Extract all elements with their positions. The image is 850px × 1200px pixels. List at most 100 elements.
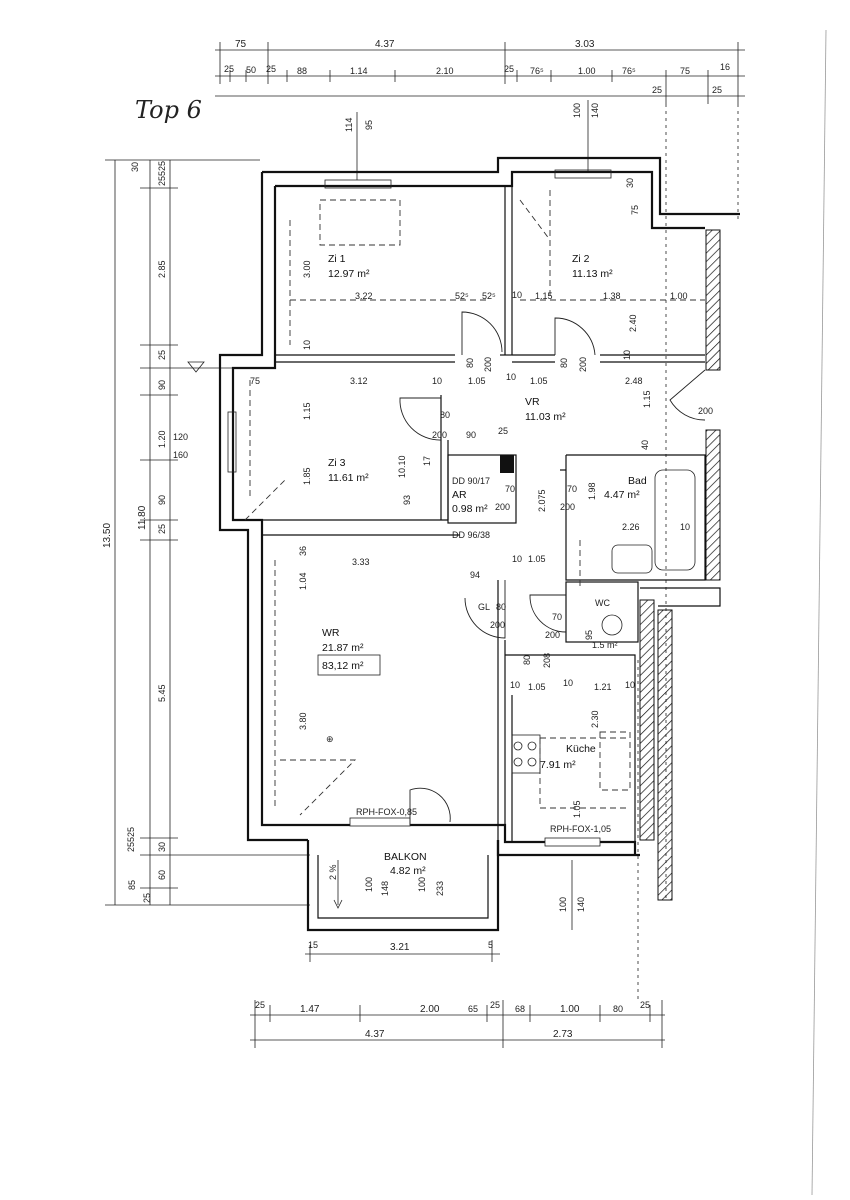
svg-text:10: 10 (512, 290, 522, 300)
svg-text:200: 200 (560, 502, 575, 512)
svg-text:11.03 m²: 11.03 m² (525, 411, 566, 423)
svg-text:15: 15 (308, 940, 318, 950)
room-zi3: Zi 3 11.61 m² (328, 457, 369, 484)
left-dimension-labels: 13.50 11.80 30 2.85 25 90 1.20 90 25 5.4… (102, 161, 188, 903)
svg-text:10: 10 (510, 680, 520, 690)
svg-text:4.47 m²: 4.47 m² (604, 489, 640, 501)
svg-text:80: 80 (613, 1004, 623, 1014)
svg-text:RPH-FOX-1,05: RPH-FOX-1,05 (550, 824, 611, 834)
svg-text:1.5 m²: 1.5 m² (592, 640, 618, 650)
svg-text:17: 17 (422, 456, 432, 466)
interior-walls (233, 186, 706, 842)
bottom-dimension-lines (250, 660, 665, 1048)
svg-text:50: 50 (246, 65, 256, 75)
svg-text:25: 25 (504, 64, 514, 74)
svg-text:13.50: 13.50 (102, 523, 113, 548)
svg-text:52⁵: 52⁵ (455, 291, 469, 301)
page-edge-line (811, 29, 827, 1196)
svg-text:83,12 m²: 83,12 m² (322, 660, 364, 672)
svg-text:1.05: 1.05 (572, 800, 582, 818)
svg-text:233: 233 (435, 881, 445, 896)
svg-text:2.73: 2.73 (553, 1029, 573, 1040)
svg-text:208: 208 (542, 653, 552, 668)
door-swings (399, 311, 706, 825)
svg-text:1.15: 1.15 (302, 402, 312, 420)
svg-text:25525: 25525 (126, 827, 136, 852)
exterior-walls (218, 156, 740, 901)
svg-text:93: 93 (402, 495, 412, 505)
svg-text:80: 80 (465, 358, 475, 368)
svg-text:80: 80 (522, 655, 532, 665)
top-dimension-labels: 75 4.37 3.03 25 50 25 88 1.14 2.10 25 76… (224, 39, 730, 95)
svg-text:2.30: 2.30 (590, 710, 600, 728)
svg-text:1.47: 1.47 (300, 1004, 320, 1015)
svg-text:25: 25 (640, 1000, 650, 1010)
svg-text:100: 100 (364, 877, 374, 892)
svg-text:25: 25 (712, 85, 722, 95)
svg-text:25: 25 (224, 64, 234, 74)
svg-text:3.22: 3.22 (355, 291, 373, 301)
svg-text:1.38: 1.38 (603, 291, 621, 301)
svg-text:80: 80 (440, 410, 450, 420)
svg-text:4.37: 4.37 (375, 39, 395, 50)
svg-text:75: 75 (235, 39, 247, 50)
svg-text:Zi 2: Zi 2 (572, 253, 590, 265)
svg-text:1.00: 1.00 (560, 1004, 580, 1015)
svg-text:WC: WC (595, 598, 610, 608)
svg-text:70: 70 (552, 612, 562, 622)
top-dimension-lines (215, 42, 745, 900)
svg-text:2.075: 2.075 (537, 489, 547, 512)
svg-text:1.04: 1.04 (298, 572, 308, 590)
window-dims-top: 114 95 100 140 (344, 100, 600, 180)
svg-text:11.80: 11.80 (137, 505, 148, 530)
svg-text:1.00: 1.00 (670, 291, 688, 301)
svg-text:3.03: 3.03 (575, 39, 595, 50)
svg-text:25: 25 (498, 426, 508, 436)
svg-text:BALKON: BALKON (384, 851, 427, 863)
svg-text:Zi 3: Zi 3 (328, 457, 346, 469)
svg-text:3.33: 3.33 (352, 557, 370, 567)
svg-text:114: 114 (344, 118, 354, 132)
svg-text:2.10: 2.10 (436, 66, 454, 76)
room-ar: DD 90/17 AR 0.98 m² (452, 476, 490, 515)
bottom-dimension-labels: 15 3.21 5 25 1.47 2.00 65 25 68 1.00 80 … (255, 897, 650, 1040)
svg-text:12.97 m²: 12.97 m² (328, 268, 370, 280)
svg-text:140: 140 (576, 897, 586, 912)
dashed-guides (244, 190, 705, 816)
svg-text:95: 95 (364, 120, 374, 130)
svg-text:200: 200 (495, 502, 510, 512)
total-area-box (317, 654, 381, 676)
svg-text:25: 25 (142, 893, 152, 903)
svg-text:90: 90 (157, 495, 167, 505)
svg-text:120: 120 (173, 432, 188, 442)
svg-text:36: 36 (298, 546, 308, 556)
svg-text:2.00: 2.00 (420, 1004, 440, 1015)
room-kueche: Küche 7.91 m² (540, 743, 596, 771)
svg-text:76⁵: 76⁵ (530, 66, 544, 76)
svg-text:2.26: 2.26 (622, 522, 640, 532)
room-bad: Bad 4.47 m² (604, 475, 647, 501)
room-wc: WC 1.5 m² (592, 598, 618, 650)
svg-text:DD 96/38: DD 96/38 (452, 530, 490, 540)
svg-text:200: 200 (490, 620, 505, 630)
svg-text:10: 10 (302, 340, 312, 350)
svg-text:1.15: 1.15 (642, 390, 652, 408)
svg-text:88: 88 (297, 66, 307, 76)
svg-text:65: 65 (468, 1004, 478, 1014)
svg-text:30: 30 (157, 842, 167, 852)
svg-text:WR: WR (322, 627, 340, 639)
svg-text:1.85: 1.85 (302, 467, 312, 485)
svg-text:80: 80 (559, 358, 569, 368)
svg-text:200: 200 (432, 430, 447, 440)
svg-text:DD 90/17: DD 90/17 (452, 476, 490, 486)
svg-text:Zi 1: Zi 1 (328, 253, 346, 265)
room-wr: WR 21.87 m² 83,12 m² ⊕ (317, 627, 381, 744)
svg-text:100: 100 (417, 877, 427, 892)
svg-text:90: 90 (157, 380, 167, 390)
svg-text:68: 68 (515, 1004, 525, 1014)
balkon-outline (306, 840, 500, 932)
svg-text:1.05: 1.05 (528, 554, 546, 564)
svg-text:70: 70 (567, 484, 577, 494)
svg-text:7.91 m²: 7.91 m² (540, 759, 576, 771)
svg-text:10: 10 (625, 680, 635, 690)
